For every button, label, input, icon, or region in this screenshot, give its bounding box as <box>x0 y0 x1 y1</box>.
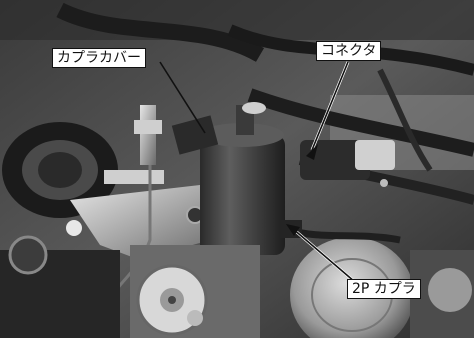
label-2p-coupler: 2P カプラ <box>347 279 421 299</box>
connector-clip <box>355 140 395 170</box>
label-connector: コネクタ <box>316 41 382 61</box>
leader-coupler-cover <box>159 61 206 134</box>
coupler-cover-body <box>200 135 285 255</box>
connector-body <box>300 140 370 180</box>
bracket-plate <box>70 185 215 260</box>
wire-harness <box>247 88 474 157</box>
fuel-fitting <box>140 105 156 165</box>
hose-top-left <box>56 2 265 63</box>
leader-connector <box>311 61 349 151</box>
leader-2p-coupler <box>291 227 356 283</box>
label-coupler-cover: カプラカバー <box>52 48 146 68</box>
